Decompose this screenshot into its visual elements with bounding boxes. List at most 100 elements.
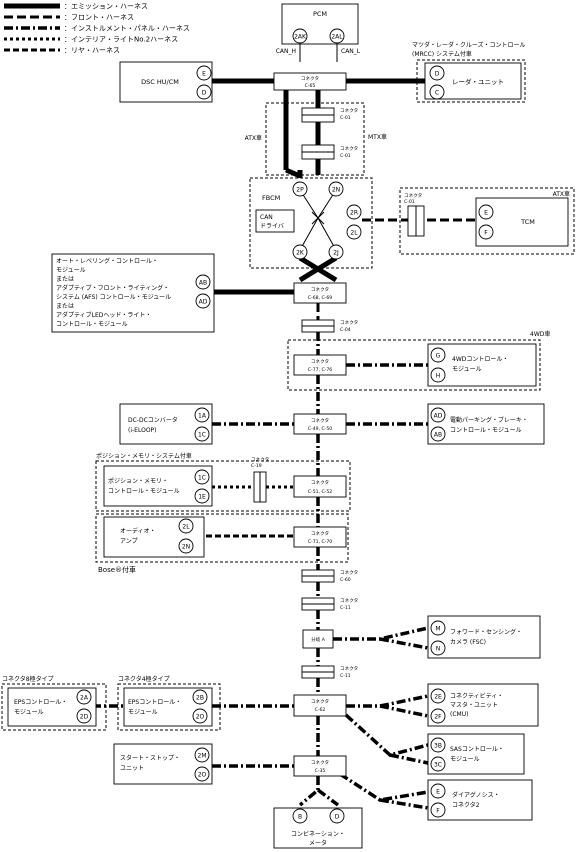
eps4-group: コネクタ4極タイプ EPSコントロール・ モジュール 2B 2O	[117, 675, 221, 731]
cmu-line2: マスタ・ユニット	[450, 701, 498, 709]
eps8-note: コネクタ8極タイプ	[2, 675, 54, 683]
splice-a: 分岐 A	[302, 629, 334, 649]
diag-module: ダイアグノシス・ コネクタ2 E F	[427, 779, 533, 821]
eps8-dashed-box	[1, 683, 107, 731]
diag-pin-e: E	[436, 789, 440, 796]
memory-line2: コントロール・モジュール	[108, 488, 180, 495]
als-line1: オート・レベリング・コントロール・	[56, 257, 158, 265]
start-stop-line1: スタート・ストップ・	[120, 754, 180, 762]
audio-line1: オーディオ・	[120, 527, 156, 535]
combi-line2: メータ	[309, 839, 327, 847]
eps8-pin-2a: 2A	[80, 695, 89, 702]
bose-note: Bose®付車	[98, 565, 136, 574]
c11b-title: コネクタ	[340, 665, 358, 672]
c01tcm-id: C-01	[404, 199, 415, 205]
c01b-title: コネクタ	[340, 145, 358, 152]
fbcm-outline	[249, 177, 373, 269]
dcdc-line1: DC-DCコンバータ	[128, 416, 178, 424]
connector-c35: コネクタ C-35	[293, 755, 347, 777]
memory-group: ポジション・メモリ・システム付車 ポジション・メモリ・ コントロール・モジュール…	[95, 452, 351, 512]
c71-title: コネクタ	[311, 530, 329, 537]
als-pin-ad: AD	[199, 299, 208, 306]
awd-group: 4WD車 コネクタ C-77, C-76 4WDコントロール・ モジュール G …	[287, 330, 550, 391]
tcm-pin-e: E	[484, 210, 488, 217]
als-line8: コントロール・モジュール	[56, 321, 128, 328]
fbcm-pin-2p: 2P	[296, 187, 304, 194]
eps4-line1: EPSコントロール・	[128, 699, 181, 706]
eps8-group: コネクタ8極タイプ EPSコントロール・ モジュール 2A 2D	[1, 675, 107, 731]
c49-id: C-49, C-50	[308, 426, 332, 432]
radar-pin-c: C	[435, 90, 439, 97]
c19-title: コネクタ	[251, 456, 269, 463]
sas-module: SASコントロール・ モジュール 3B 3C	[427, 733, 525, 775]
cmu-wire-2e	[346, 694, 429, 708]
can-l-label: CAN_L	[341, 48, 361, 55]
dsc-pin-e: E	[202, 71, 206, 78]
eps8-line1: EPSコントロール・	[14, 699, 67, 706]
audio-line2: アンプ	[120, 538, 138, 545]
connector-c62: コネクタ C-62	[293, 694, 347, 717]
tcm-group: ATX車 コネクタ C-01 TCM E F	[399, 187, 575, 255]
audio-group: オーディオ・ アンプ 2L 2N Bose®付車 コネクタ C-71, C-70	[95, 513, 349, 574]
cmu-wire-2f	[379, 704, 429, 718]
epb-module: 電動パーキング・ブレーキ・ コントロール・モジュール AD AB	[427, 403, 545, 445]
atx-right-label: ATX車	[553, 190, 570, 198]
bose-dashed-box	[95, 513, 349, 563]
c49-title: コネクタ	[311, 417, 329, 424]
connector-c49: コネクタ C-49, C-50	[293, 413, 347, 435]
radar-label: レーダ・ユニット	[452, 77, 504, 86]
pcm-pin-2al: 2AL	[331, 34, 343, 41]
combi-pin-b: B	[298, 814, 302, 821]
mrcc-note-line1: マツダ・レーダ・クルーズ・コントロール	[412, 41, 526, 49]
c60-title: コネクタ	[340, 569, 358, 576]
memory-dashed-box	[95, 460, 351, 512]
c11a-id: C-11	[340, 605, 351, 611]
c51-title: コネクタ	[311, 479, 329, 486]
eps4-note: コネクタ4極タイプ	[118, 675, 170, 683]
start-stop-pin-2m: 2M	[198, 753, 207, 760]
sas-line2: モジュール	[450, 756, 480, 763]
mrcc-note-line2: (MRCC) システム付車	[412, 50, 472, 58]
fbcm-pin-2k: 2K	[296, 250, 305, 257]
diag-pin-f: F	[436, 808, 440, 815]
awd-line1: 4WDコントロール・	[452, 356, 508, 363]
c11b-id: C-11	[340, 673, 351, 679]
c19-id: C-19	[251, 463, 262, 469]
dcdc-pin-1c: 1C	[198, 432, 206, 439]
fbcm-module: FBCM CAN ドライバ 2P 2N 2R 2L 2K 2J	[249, 177, 373, 269]
audio-pin-2n: 2N	[182, 544, 190, 551]
wd-note: 4WD車	[530, 330, 550, 338]
cmu-pin-2f: 2F	[434, 714, 442, 721]
memory-pin-1c: 1C	[198, 475, 206, 482]
c11a-title: コネクタ	[340, 597, 358, 604]
legend-label-interior: ：インテリア・ライトNo.2ハーネス	[64, 36, 178, 44]
c01a-id: C-01	[340, 115, 351, 121]
fbcm-cross-2	[298, 255, 338, 283]
eps4-line2: モジュール	[128, 709, 158, 716]
dcdc-module: DC-DCコンバータ (i-ELOOP) 1A 1C	[119, 403, 213, 445]
epb-line1: 電動パーキング・ブレーキ・	[450, 416, 528, 424]
eps4-pin-2o: 2O	[196, 714, 205, 721]
memory-line1: ポジション・メモリ・	[108, 477, 168, 485]
fbcm-pin-2r: 2R	[350, 210, 358, 217]
fbcm-pin-2j: 2J	[333, 250, 339, 257]
sas-wire-3c	[389, 753, 429, 765]
combi-module: コンビネーション・ メータ B D	[273, 807, 363, 849]
c62-title: コネクタ	[311, 698, 329, 705]
fsc-module: フォワード・センシング・ カメラ (FSC) M N	[427, 615, 541, 659]
sas-pin-3b: 3B	[434, 743, 442, 750]
pcm-pin-2ak: 2AK	[294, 34, 307, 41]
connector-c68: コネクタ C-68, C-69	[293, 282, 347, 304]
fsc-pin-m: M	[435, 626, 440, 633]
als-line3: または	[56, 276, 74, 283]
c01tcm-title: コネクタ	[404, 192, 422, 199]
connector-c11b: コネクタ C-11	[301, 665, 358, 679]
c68-title: コネクタ	[311, 286, 329, 293]
eps4-pin-2b: 2B	[196, 695, 204, 702]
als-line4: アダプティブ・フロント・ライティング・	[56, 284, 169, 292]
sas-line1: SASコントロール・	[450, 746, 504, 753]
c68-id: C-68, C-69	[308, 295, 332, 301]
c51-id: C-51, C-52	[308, 489, 332, 495]
c65-id: C-65	[305, 83, 316, 89]
